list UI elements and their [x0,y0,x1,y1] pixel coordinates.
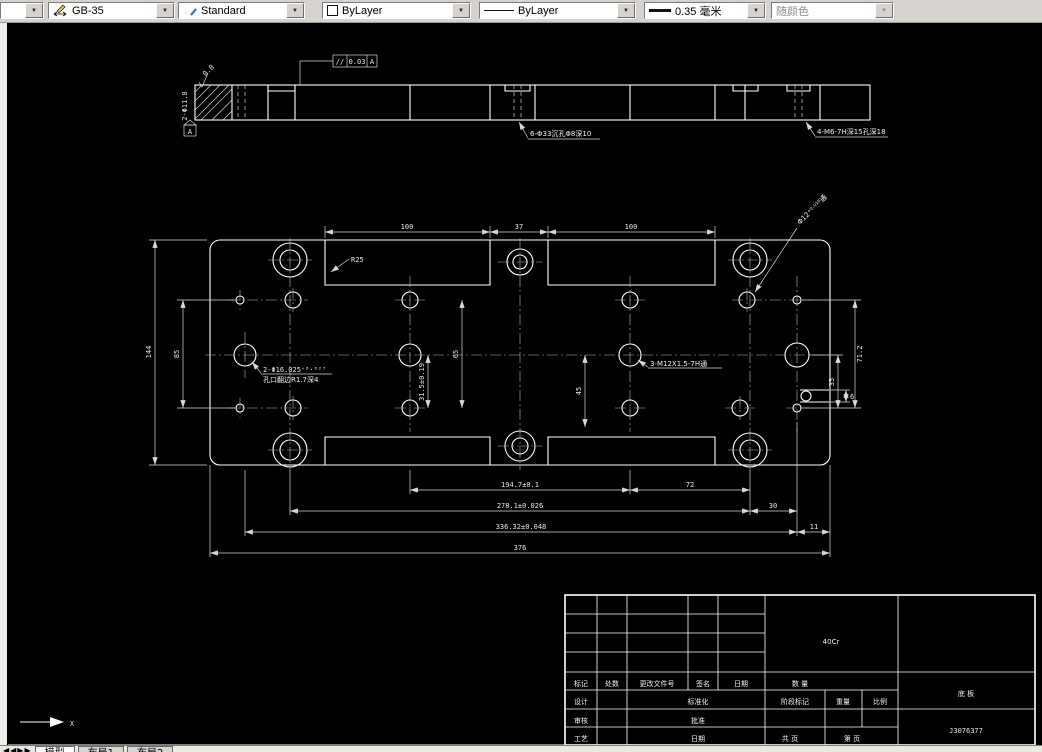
text-style-icon: A [183,4,197,17]
ucs-x-label: X [70,720,75,728]
text-style-combo[interactable]: A Standard [178,2,305,19]
col-date: 日期 [734,680,748,688]
lineweight-value: 0.35 毫米 [675,5,722,18]
main-view [205,238,838,470]
weight-label: 重量 [836,698,850,706]
dim-bottom2-left: 278.1±0.026 [497,502,543,510]
design-label: 设计 [574,697,588,706]
linetype-icon [484,10,514,11]
approve-label: 批准 [691,716,705,725]
side-hole-note-left: 2-Φ11.8 [181,91,189,121]
tab-scroll-buttons-icon[interactable]: ◀◀▶▶ [3,746,32,752]
check-label: 审核 [574,716,588,725]
side-view [194,84,871,121]
partial-combo-dropdown-arrow[interactable] [25,3,43,18]
col-sign: 签名 [696,679,710,688]
color-swatch-icon [327,5,338,16]
text-style-value: Standard [201,4,246,17]
dim-bottom1-left: 194.7±0.1 [501,481,539,489]
side-thread-note: 4-M6-7H深15孔深18 [817,127,886,136]
dim-bottom1-right: 72 [686,481,694,489]
drawing-number-label: J3076377 [949,727,983,735]
styles-toolbar: GB-35 A Standard ByLayer ByLayer 0.35 毫米… [0,0,1042,23]
linetype-value: ByLayer [518,4,559,17]
dim-style-dropdown-arrow[interactable] [156,3,174,18]
dim-bottom-overall: 376 [514,544,527,552]
datum-flag-label: A [188,128,193,136]
hole-note-1-line1: 2-Φ16.025⁺⁰·⁰²⁷ [263,366,326,374]
total-pages-label: 共 页 [782,734,798,743]
dim-left-inner: 85 [173,350,181,358]
color-value: ByLayer [342,4,383,17]
tolerance-value: 0.03 [349,58,366,66]
drawing-canvas[interactable]: // 0.03 A 0.8 2-Φ11.8 A 6-Φ33沉孔Φ8深10 4-M… [0,22,1042,745]
scale-label: 比例 [873,697,887,706]
layout-tab-bar: ◀◀▶▶ 模型 布局1 布局2 [0,745,1042,752]
col-change-doc: 更改文件号 [640,679,675,688]
lineweight-dropdown-arrow[interactable] [747,3,765,18]
plot-style-value: 随颜色 [776,5,809,18]
linetype-combo[interactable]: ByLayer [479,2,636,19]
date2-label: 日期 [691,735,705,743]
dim-bottom3-right: 11 [810,523,818,531]
side-counterbore-note: 6-Φ33沉孔Φ8深10 [530,129,591,138]
side-view-annotations: // 0.03 A 0.8 2-Φ11.8 A 6-Φ33沉孔Φ8深10 4-M… [181,54,888,140]
main-view-annotations: R25 2-Φ16.025⁺⁰·⁰²⁷ 孔口翻边R1.7深4 3-M12X1.5… [251,193,829,384]
tolerance-symbol: // [336,58,344,66]
surface-finish-label: 0.8 [201,63,216,78]
hole-note-1-line2: 孔口翻边R1.7深4 [263,375,319,384]
radius-note: R25 [351,256,364,264]
lineweight-icon [649,9,671,12]
process-label: 工艺 [574,735,588,743]
linetype-dropdown-arrow[interactable] [617,3,635,18]
dim-style-icon [53,4,68,17]
dim-style-combo[interactable]: GB-35 [48,2,175,19]
col-mark: 标记 [574,679,588,688]
dim-top-mid: 37 [515,223,523,231]
plot-style-dropdown-arrow [875,3,893,18]
ucs-icon: X [20,717,75,728]
dim-right-small: 6 [850,393,854,401]
tab-model[interactable]: 模型 [34,746,75,752]
dim-style-value: GB-35 [72,4,104,17]
stage-mark-label: 阶段标记 [781,697,809,706]
color-dropdown-arrow[interactable] [452,3,470,18]
ucs-x-arrow [50,717,64,727]
dim-top-right: 100 [625,223,638,231]
partial-combo[interactable] [0,2,44,19]
lineweight-combo[interactable]: 0.35 毫米 [644,2,766,19]
dim-bottom2-right: 30 [769,502,777,510]
qty-label: 数 量 [792,679,808,688]
tab-layout1[interactable]: 布局1 [77,746,124,752]
text-style-dropdown-arrow[interactable] [286,3,304,18]
dim-left-overall: 144 [145,346,153,359]
thread-note: 3-M12X1.5-7H通 [650,359,707,368]
dim-vert-mid: 31.5±0.19 [418,363,426,401]
plot-style-combo: 随颜色 [771,2,894,19]
col-count: 处数 [605,679,619,688]
left-edge-strip [0,22,8,745]
hole-note-right: Φ12⁺⁰·⁰¹⁸通 [795,193,829,227]
dim-right-mid: 35 [828,378,836,386]
part-name-label: 底 板 [958,689,974,698]
dimensions: 100 37 100 144 85 31.5±0.19 65 45 71.2 3… [145,223,864,557]
page-no-label: 第 页 [844,734,860,743]
color-combo[interactable]: ByLayer [322,2,471,19]
dim-vert-inner: 65 [452,350,460,358]
svg-text:A: A [184,9,189,17]
standardization-label: 标准化 [688,697,709,706]
dim-bottom3-left: 336.32±0.048 [496,523,547,531]
tolerance-datum-ref: A [370,58,375,66]
material-label: 40Cr [823,638,840,646]
dim-right-outer: 71.2 [856,346,864,363]
dim-top-left: 100 [401,223,414,231]
dim-vert-center: 45 [575,387,583,395]
title-block: 40Cr 底 板 J3076377 标记 处数 更改文件号 签名 日期 数 量 … [564,594,1036,745]
tab-layout2[interactable]: 布局2 [126,746,174,752]
